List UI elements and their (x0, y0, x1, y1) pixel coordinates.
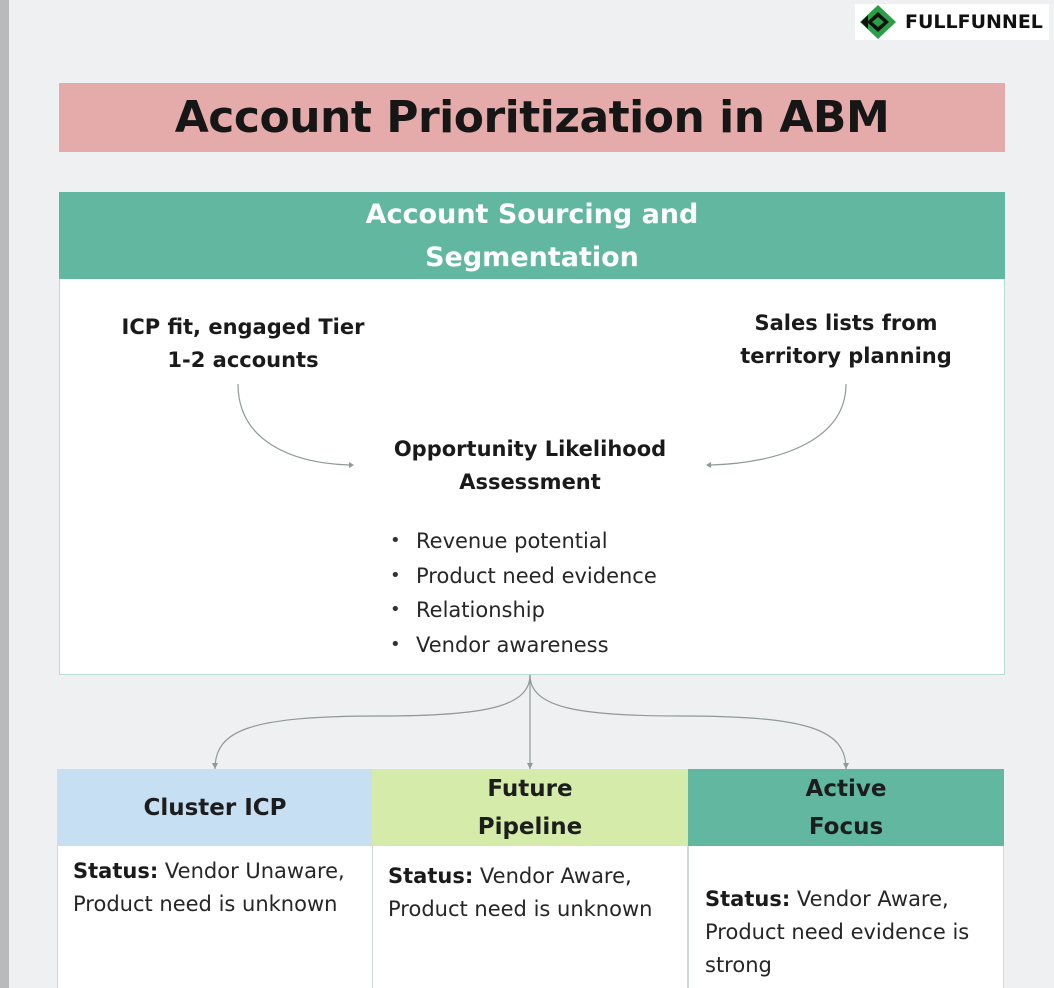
arrowhead-left (349, 462, 354, 468)
list-item: • Product need evidence (390, 559, 657, 594)
tier-body: Status: Vendor Aware, Product need evide… (688, 846, 1004, 988)
list-item: • Vendor awareness (390, 628, 657, 663)
list-item: • Relationship (390, 593, 657, 628)
tier-card-future-pipeline: Future Pipeline Status: Vendor Aware, Pr… (372, 769, 688, 988)
sourcing-header: Account Sourcing and Segmentation (59, 192, 1005, 279)
connector-tier-3 (529, 674, 847, 770)
brand-name: FULLFUNNEL (905, 11, 1043, 33)
sourcing-panel (59, 279, 1005, 675)
bullet-icon: • (390, 633, 401, 655)
source-right-label: Sales lists from territory planning (740, 311, 952, 368)
bullet-icon: • (390, 530, 401, 551)
arrowhead-tier-1 (212, 763, 218, 769)
status-label: Status: (73, 859, 159, 883)
page-title: Account Prioritization in ABM (174, 92, 890, 143)
status-text: Vendor Aware, Product need evidence is s… (705, 887, 970, 977)
tier-heading: Cluster ICP (143, 794, 287, 821)
criterion-label: Product need evidence (416, 563, 657, 588)
tier-header: Cluster ICP (57, 769, 373, 846)
assessment-title: Opportunity Likelihood Assessment (393, 437, 667, 494)
tier-header: Future Pipeline (372, 769, 688, 846)
connector-right (710, 383, 847, 466)
tier-header: Active Focus (688, 769, 1004, 846)
status-text: Vendor Unaware, Product need is unknown (73, 859, 345, 916)
criterion-label: Relationship (416, 598, 545, 622)
tier-card-active-focus: Active Focus Status: Vendor Aware, Produ… (688, 769, 1004, 988)
criterion-label: Vendor awareness (416, 632, 609, 657)
sourcing-heading: Account Sourcing and Segmentation (365, 198, 699, 273)
status-label: Status: (705, 887, 791, 911)
criterion-label: Revenue potential (416, 529, 608, 553)
window-edge (0, 0, 9, 988)
connector-tier-1 (214, 674, 531, 770)
source-left-label: ICP fit, engaged Tier 1-2 accounts (121, 315, 365, 372)
arrowhead-tier-2 (527, 763, 533, 769)
title-banner: Account Prioritization in ABM (59, 83, 1005, 152)
tier-body: Status: Vendor Aware, Product need is un… (372, 846, 688, 988)
tier-body: Status: Vendor Unaware, Product need is … (57, 846, 373, 988)
brand-logo: FULLFUNNEL (855, 4, 1049, 40)
list-item: • Revenue potential (390, 524, 657, 559)
bullet-icon: • (390, 599, 401, 620)
fullfunnel-logo-icon (860, 5, 896, 39)
status-text: Vendor Aware, Product need is unknown (388, 864, 653, 921)
bullet-icon: • (390, 564, 401, 586)
criteria-list: • Revenue potential • Product need evidenc… (390, 524, 657, 662)
arrowhead-tier-3 (843, 763, 849, 769)
tier-heading: Active Focus (805, 775, 887, 840)
tier-heading: Future Pipeline (477, 775, 583, 840)
arrowhead-right (706, 462, 711, 468)
tier-card-cluster-icp: Cluster ICP Status: Vendor Unaware, Prod… (57, 769, 373, 988)
connector-left (237, 383, 350, 466)
status-label: Status: (388, 864, 474, 888)
